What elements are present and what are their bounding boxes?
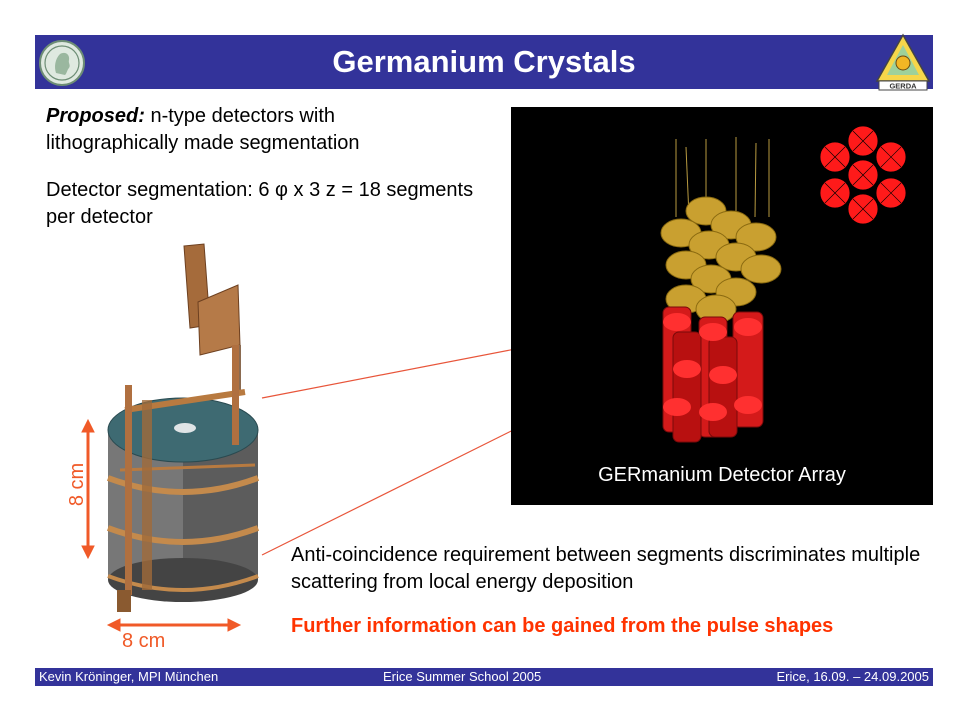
detector-array-render — [660, 125, 907, 443]
anticoincidence-paragraph: Anti-coincidence requirement between seg… — [291, 544, 921, 593]
slide-title: Germanium Crystals — [332, 44, 636, 79]
pulse-shapes-paragraph: Further information can be gained from t… — [291, 615, 834, 637]
gerda-logo: GERDA — [875, 33, 931, 91]
footer-event: Erice Summer School 2005 — [383, 669, 542, 684]
dimension-arrow-horizontal — [106, 618, 242, 632]
detector-array-image: GERmanium Detector Array — [511, 107, 933, 505]
footer-bar: Kevin Kröninger, MPI München Erice Summe… — [35, 668, 933, 686]
dimension-arrow-vertical — [81, 418, 95, 560]
proposed-lead: Proposed: — [46, 105, 145, 127]
footer-author: Kevin Kröninger, MPI München — [39, 669, 219, 684]
dimension-label-height: 8 cm — [66, 462, 89, 507]
institute-logo — [39, 40, 85, 86]
gerda-logo-text: GERDA — [889, 82, 917, 91]
proposed-text: n-type detectors with lithographically m… — [46, 105, 360, 154]
proposed-paragraph: Proposed: n-type detectors with lithogra… — [46, 103, 466, 157]
segmentation-paragraph: Detector segmentation: 6 φ x 3 z = 18 se… — [46, 179, 474, 228]
title-bar: Germanium Crystals — [35, 35, 933, 89]
footer-date: Erice, 16.09. – 24.09.2005 — [776, 669, 929, 684]
dimension-label-width: 8 cm — [122, 630, 166, 652]
photo-caption: GERmanium Detector Array — [598, 464, 846, 486]
